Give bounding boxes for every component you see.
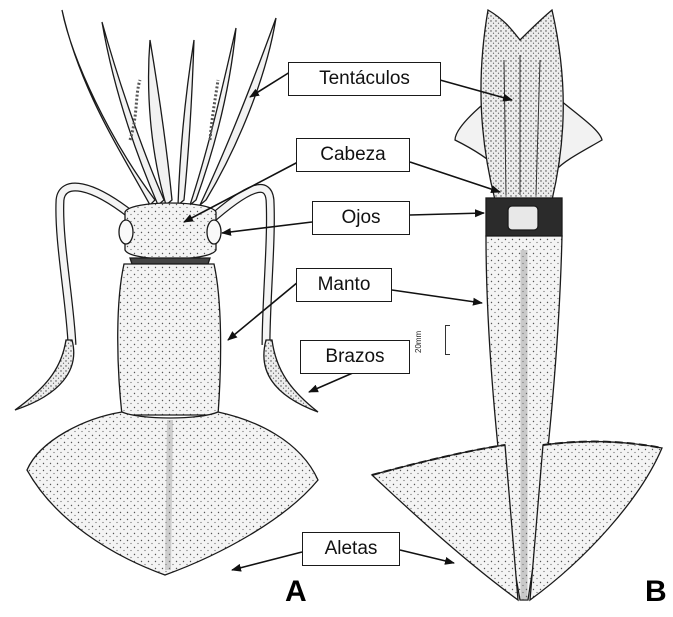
arrow-brazos — [309, 372, 355, 392]
arrow-cabeza-b — [410, 162, 500, 192]
arrow-aletas-a — [232, 552, 302, 570]
squid-a-illustration — [15, 10, 318, 575]
squid-a-head — [125, 203, 216, 259]
squid-b-arms — [481, 10, 563, 200]
squid-a-eye-right — [207, 220, 221, 244]
label-manto: Manto — [296, 268, 392, 302]
scale-label: 20mm — [414, 312, 430, 372]
arrow-ojos-b — [410, 213, 484, 215]
panel-label-b: B — [645, 575, 667, 609]
squid-b-illustration — [372, 10, 662, 600]
squid-a-mantle — [118, 264, 221, 415]
label-brazos: Brazos — [300, 340, 410, 374]
panel-label-a: A — [285, 575, 307, 609]
scale-bar — [445, 325, 450, 355]
label-aletas: Aletas — [302, 532, 400, 566]
squid-a-arm — [178, 40, 194, 205]
squid-a-club-left — [15, 340, 74, 410]
squid-a-eye-left — [119, 220, 133, 244]
label-ojos: Ojos — [312, 201, 410, 235]
squid-a-collar — [130, 258, 210, 264]
arrow-manto-b — [392, 290, 482, 303]
arrow-aletas-b — [400, 550, 454, 563]
squid-a-arm — [200, 18, 276, 205]
squid-b-fin-left — [372, 445, 518, 600]
squid-a-arm — [62, 10, 155, 205]
squid-b-eye — [508, 206, 538, 230]
squid-b-fin-right — [530, 442, 662, 600]
label-tentaculos: Tentáculos — [288, 62, 441, 96]
label-cabeza: Cabeza — [296, 138, 410, 172]
